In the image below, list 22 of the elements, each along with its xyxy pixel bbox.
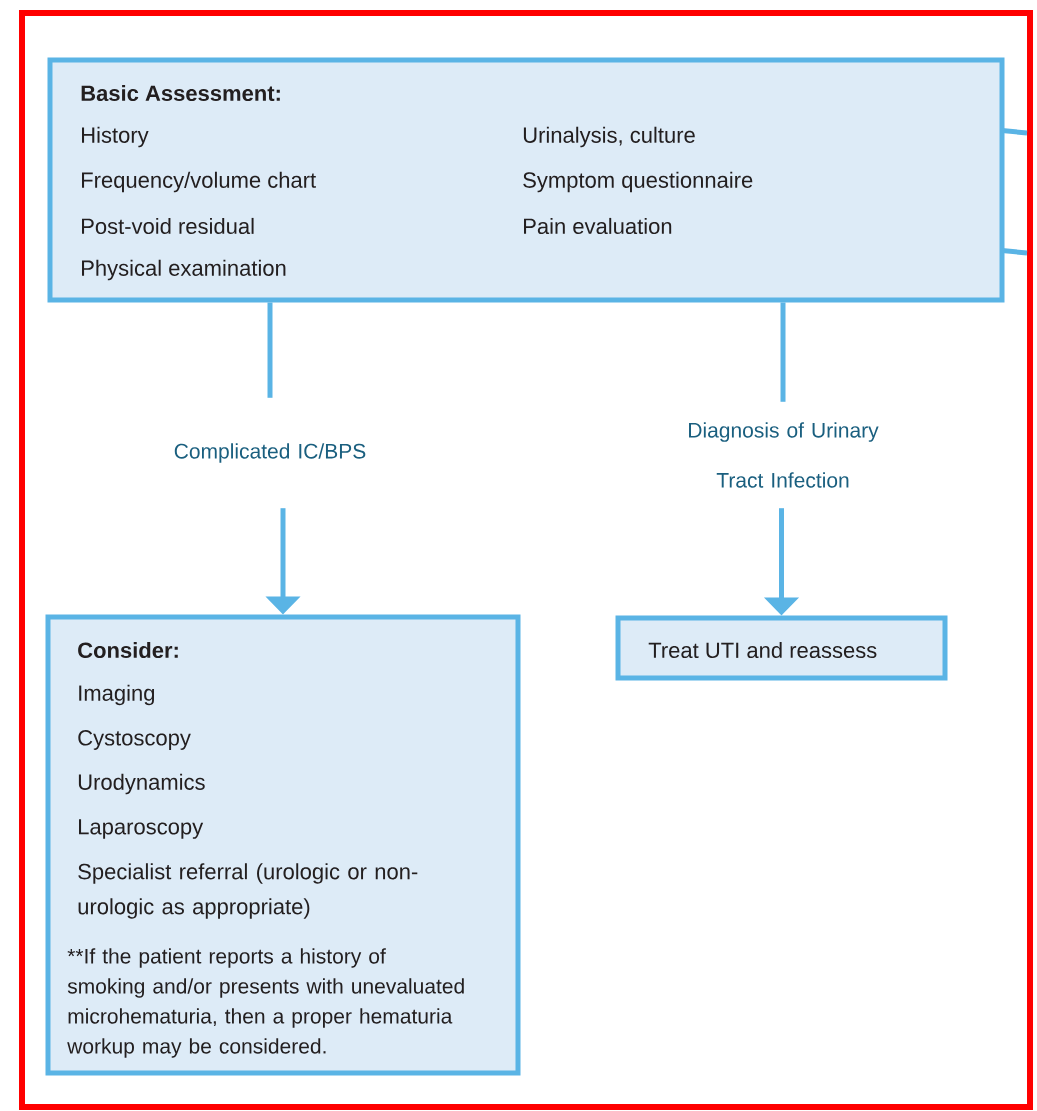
connector-line [780,302,786,402]
connector-line [267,302,273,398]
list-item: Urinalysis, culture [523,126,695,148]
list-item: History [82,126,149,148]
list-item: Laparoscopy [79,819,204,839]
footnote-text: **If the patient reports a history of smoking and/or presents with unevaluated microhematuria, then a proper hematuria workup may be considered. [67,948,464,1058]
connector-line [1001,248,1028,256]
flow-label: Diagnosis of Urinary Tract Infection [689,422,879,488]
list-item: Pain evaluation [524,217,672,235]
connector-line [1001,128,1028,136]
list-item: Specialist referral (urologic or non-urologic as appropriate) [78,863,418,919]
list-item: Imaging [79,684,155,706]
list-item: Treat UTI and reassess [648,641,877,659]
box-heading: Consider: [78,641,178,659]
flow-label: Complicated IC/BPS [174,443,366,463]
list-item: Post-void residual [82,217,254,235]
list-item: Physical examination [82,259,286,281]
list-item: Cystoscopy [78,730,191,750]
box-heading: Basic Assessment: [81,84,280,102]
list-item: Frequency/volume chart [82,171,316,193]
list-item: Urodynamics [78,773,205,795]
list-item: Symptom questionnaire [523,171,753,193]
